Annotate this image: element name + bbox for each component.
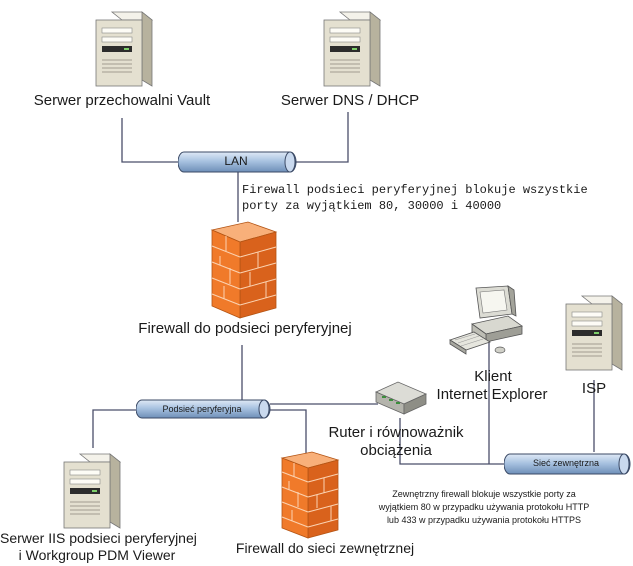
internal-firewall-note-line2: porty za wyjątkiem 80, 30000 i 40000: [242, 199, 502, 213]
external-firewall-note-line3: lub 433 w przypadku używania protokołu H…: [386, 515, 582, 525]
dns-server-icon: [323, 11, 382, 87]
perimeter-firewall-label: Firewall do podsieci peryferyjnej: [138, 320, 352, 337]
vault-server-label: Serwer przechowalni Vault: [33, 92, 211, 109]
external-pipe-icon: [504, 453, 631, 475]
isp-server-icon: [565, 295, 624, 371]
perimeter-pipe-icon: [136, 399, 271, 419]
client-label-line2: Internet Explorer: [436, 386, 548, 403]
internal-firewall-note-line1: Firewall podsieci peryferyjnej blokuje w…: [242, 183, 588, 197]
line-perimeter-extfw: [270, 409, 307, 454]
iis-server-label-line2: i Workgroup PDM Viewer: [18, 547, 176, 563]
line-vault-lan: [121, 118, 183, 163]
router-label-line1: Ruter i równoważnik: [328, 424, 464, 441]
line-perimeter-iis: [92, 409, 140, 448]
dns-server-label: Serwer DNS / DHCP: [280, 92, 420, 109]
line-dns-lan: [294, 112, 349, 163]
external-firewall-label: Firewall do sieci zewnętrznej: [235, 540, 415, 556]
vault-server-icon: [95, 11, 154, 87]
line-router-external: [399, 418, 508, 465]
router-icon: [375, 381, 427, 415]
iis-server-label-line1: Serwer IIS podsieci peryferyjnej: [0, 530, 197, 546]
external-network-label: Sieć zewnętrzna: [532, 458, 600, 468]
lan-label: LAN: [224, 154, 248, 168]
perimeter-firewall-icon: [210, 221, 278, 319]
perimeter-network-label: Podsieć peryferyjna: [162, 404, 242, 414]
client-computer-icon: [449, 285, 523, 355]
router-label-line2: obciążenia: [360, 442, 432, 459]
external-firewall-icon: [280, 451, 340, 539]
external-firewall-note-line1: Zewnętrzny firewall blokuje wszystkie po…: [392, 489, 576, 499]
external-firewall-note-line2: wyjątkiem 80 w przypadku używania protok…: [378, 502, 590, 512]
iis-server-icon: [63, 453, 122, 529]
client-label-line1: Klient: [474, 368, 512, 385]
lan-pipe-icon: [178, 151, 297, 173]
isp-label: ISP: [581, 380, 607, 397]
